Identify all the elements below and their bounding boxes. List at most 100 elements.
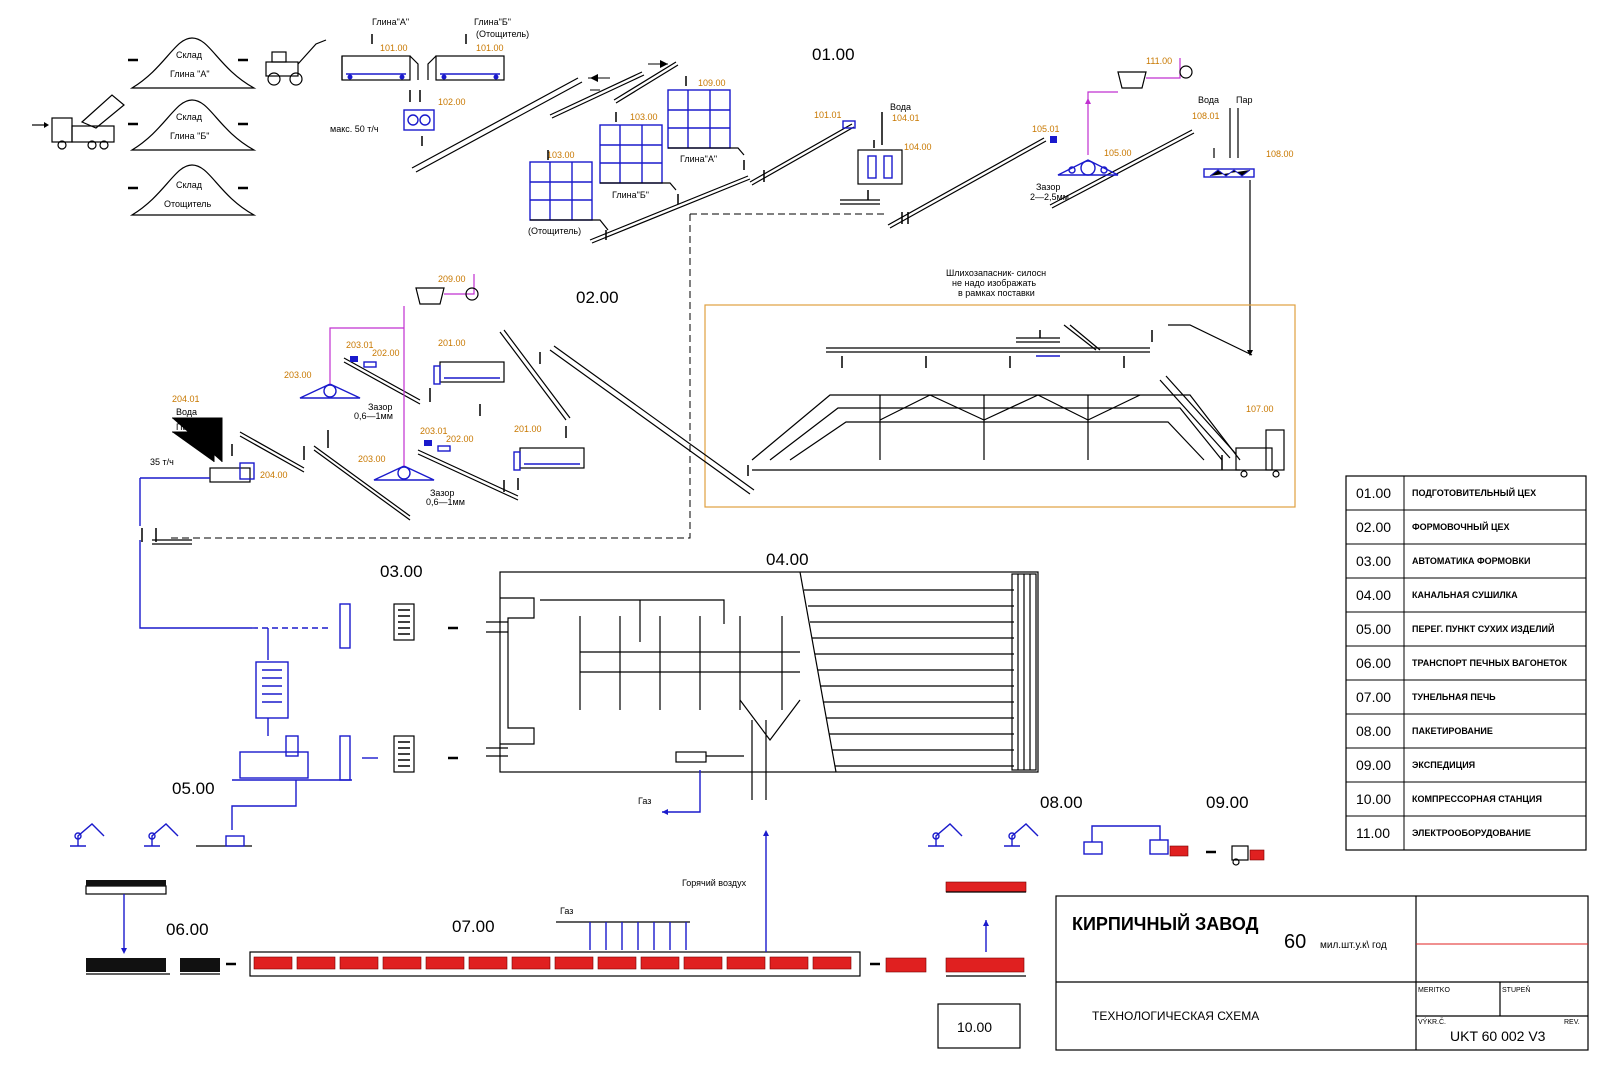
cutter-stack	[255, 661, 289, 719]
gap-label: Зазор	[368, 402, 392, 412]
steam-label: Пар	[1236, 95, 1252, 105]
legend-name: ЭКСПЕДИЦИЯ	[1412, 760, 1475, 770]
legend-name: ПАКЕТИРОВАНИЕ	[1412, 726, 1493, 736]
feeder-label: Глина"А"	[680, 154, 717, 164]
tunnel-dryer: Газ	[486, 571, 1039, 815]
wet-pan-104	[857, 149, 903, 185]
flow-arrows	[128, 58, 248, 190]
kiln-cars	[253, 956, 852, 970]
equipment-code: 201.00	[514, 424, 542, 434]
box-feeder-109-clay-a	[667, 89, 745, 156]
equipment-code: 108.00	[1266, 149, 1294, 159]
section-number: 09.00	[1206, 793, 1249, 812]
legend-code: 05.00	[1356, 621, 1391, 637]
stockpile-material: Глина "А"	[170, 69, 210, 79]
feeder-label: (Отощитель)	[528, 226, 581, 236]
water-label: Вода	[890, 102, 911, 112]
section-number: 01.00	[812, 45, 855, 64]
equipment-code: 209.00	[438, 274, 466, 284]
belt-conveyors	[411, 61, 1195, 244]
hopper-label-b-temper: (Отощитель)	[476, 29, 529, 39]
tunnel-kiln	[249, 951, 861, 977]
box-feeder-101-b	[427, 55, 505, 81]
box-feeder-201-upper	[433, 361, 505, 385]
packing-area	[928, 823, 1265, 866]
dosing-unit-101-01	[842, 120, 856, 129]
kiln-area: Газ Горячий воздух	[70, 823, 1027, 977]
section-number: 05.00	[172, 779, 215, 798]
hot-air-label: Горячий воздух	[682, 878, 747, 888]
feeder-label: Глина"Б"	[612, 190, 649, 200]
gap-value: 0,6—1мм	[426, 497, 465, 507]
drawing-number: UKT 60 002 V3	[1450, 1028, 1546, 1044]
roller-mill-203-upper	[299, 383, 361, 399]
box-feeder-201-lower	[513, 447, 585, 471]
extruder-204	[139, 462, 255, 526]
stupen-label: STUPEŇ	[1502, 985, 1530, 994]
legend-name: КОМПРЕССОРНАЯ СТАНЦИЯ	[1412, 794, 1542, 804]
cyclone-209	[415, 274, 479, 305]
vykr-label: VÝKR.Č.	[1418, 1017, 1446, 1026]
cyclone-111	[1117, 58, 1193, 89]
box-feeder-103-clay-b	[599, 124, 677, 191]
dump-truck-icon	[51, 94, 125, 150]
equipment-code: 109.00	[698, 78, 726, 88]
equipment-code: 104.01	[892, 113, 920, 123]
stockpile-label: Склад	[176, 180, 203, 190]
roller-mill-105	[1057, 159, 1119, 176]
legend-name: ТРАНСПОРТ ПЕЧНЫХ ВАГОНЕТОК	[1412, 658, 1567, 668]
legend-name: ФОРМОВОЧНЫЙ ЦЕХ	[1412, 521, 1510, 532]
forming-area: 201.00 201.00 203.00 203.00 203.01 202.0…	[139, 274, 755, 545]
wheel-loader-icon	[265, 39, 327, 86]
equipment-code: 203.01	[420, 426, 448, 436]
stockpile-material: Отощитель	[164, 199, 211, 209]
equipment-code: 203.00	[284, 370, 312, 380]
equipment-code: 102.00	[438, 97, 466, 107]
legend-name: ПЕРЕГ. ПУНКТ СУХИХ ИЗДЕЛИЙ	[1412, 623, 1554, 634]
note-line: Шлихозапасник- силосн	[946, 268, 1046, 278]
legend-code: 06.00	[1356, 655, 1391, 671]
silo-storage-107: Шлихозапасник- силосн не надо изображать…	[704, 268, 1296, 508]
stockpile-clay-a: Склад Глина "А"	[129, 37, 257, 89]
return-line	[168, 213, 888, 539]
section-number: 07.00	[452, 917, 495, 936]
robot-arm-icon	[1004, 823, 1039, 847]
legend-name: ЭЛЕКТРООБОРУДОВАНИЕ	[1412, 828, 1531, 838]
legend-code: 11.00	[1356, 825, 1390, 841]
equipment-code: 103.00	[630, 112, 658, 122]
equipment-code: 204.00	[260, 470, 288, 480]
legend-code: 03.00	[1356, 553, 1391, 569]
roller-mill-203-lower	[373, 465, 435, 481]
equipment-code: 101.00	[476, 43, 504, 53]
setting-area	[139, 540, 458, 830]
legend-code: 04.00	[1356, 587, 1391, 603]
section-number: 06.00	[166, 920, 209, 939]
gas-label: Газ	[638, 796, 651, 806]
plant-capacity: 60	[1284, 931, 1306, 953]
stockpile-material: Глина "Б"	[170, 131, 209, 141]
note-line: не надо изображать	[952, 278, 1036, 288]
equipment-code: 111.00	[1146, 56, 1172, 66]
box-feeder-101-a	[341, 55, 419, 81]
steam-mixer-108	[1203, 168, 1255, 178]
equipment-code: 203.01	[346, 340, 374, 350]
water-label: Вода	[1198, 95, 1219, 105]
capacity-unit: мил.шт.у.к\ год	[1320, 940, 1387, 951]
meritko-label: MERITKO	[1418, 987, 1450, 994]
stockpile-temper: Склад Отощитель	[129, 164, 257, 216]
equipment-code: 103.00	[547, 150, 575, 160]
title-block: КИРПИЧНЫЙ ЗАВОД 60 мил.шт.у.к\ год ТЕХНО…	[1055, 895, 1589, 1051]
section-number: 02.00	[576, 288, 619, 307]
legend-name: ТУНЕЛЬНАЯ ПЕЧЬ	[1412, 692, 1496, 702]
equipment-code: 105.01	[1032, 124, 1060, 134]
robot-arm-icon	[144, 823, 179, 847]
box-feeder-103-temper	[529, 161, 609, 231]
section-number: 04.00	[766, 550, 809, 569]
drawing-title: КИРПИЧНЫЙ ЗАВОД	[1072, 913, 1259, 934]
equipment-code: 101.01	[814, 110, 842, 120]
equipment-code: 202.00	[446, 434, 474, 444]
capacity-note: 35 т/ч	[150, 457, 174, 467]
robot-arm-icon	[928, 823, 963, 847]
